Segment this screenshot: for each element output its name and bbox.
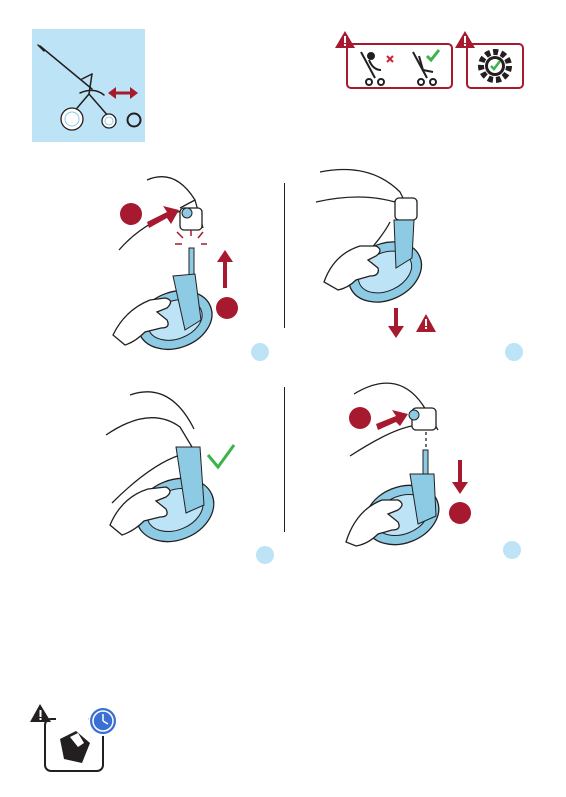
warning-triangle-icon bbox=[335, 31, 355, 48]
step-panel-2 bbox=[300, 162, 470, 342]
stroller-overview-icon bbox=[32, 29, 145, 142]
step-panel-3 bbox=[100, 385, 270, 560]
step-panel-4 bbox=[340, 370, 510, 560]
down-arrow-icon bbox=[452, 460, 468, 494]
separator-line bbox=[284, 387, 285, 532]
up-arrow-icon bbox=[217, 250, 233, 288]
warning-triangle-icon bbox=[455, 31, 475, 48]
step-marker-red bbox=[349, 407, 371, 429]
step-marker-3 bbox=[256, 546, 274, 564]
double-arrow-icon bbox=[108, 87, 138, 99]
ring-icon bbox=[128, 114, 141, 127]
click-burst-icon bbox=[175, 230, 207, 244]
check-icon bbox=[208, 445, 234, 467]
warning-triangle-icon bbox=[30, 704, 51, 722]
step-marker-red bbox=[216, 297, 238, 319]
step-marker-1 bbox=[251, 343, 269, 361]
step-marker-4 bbox=[503, 541, 521, 559]
stroller-overview-panel bbox=[32, 29, 145, 142]
step-marker-red bbox=[120, 203, 142, 225]
separator-line bbox=[284, 183, 285, 328]
release-button bbox=[409, 410, 419, 420]
wheel-pin bbox=[189, 248, 194, 276]
no-child-warning-panel bbox=[335, 30, 455, 92]
service-warning-panel bbox=[455, 30, 527, 92]
push-arrow-icon bbox=[376, 410, 408, 430]
warning-triangle-icon bbox=[416, 314, 436, 332]
push-arrow-icon bbox=[147, 206, 179, 228]
step-panel-1 bbox=[105, 170, 275, 360]
clock-icon bbox=[89, 707, 117, 735]
step-marker-2 bbox=[505, 343, 523, 361]
step-marker-red bbox=[449, 502, 471, 524]
down-arrow-icon bbox=[388, 308, 404, 338]
wheel-pin bbox=[423, 450, 428, 474]
maintenance-panel bbox=[30, 703, 122, 775]
release-button bbox=[182, 208, 192, 218]
